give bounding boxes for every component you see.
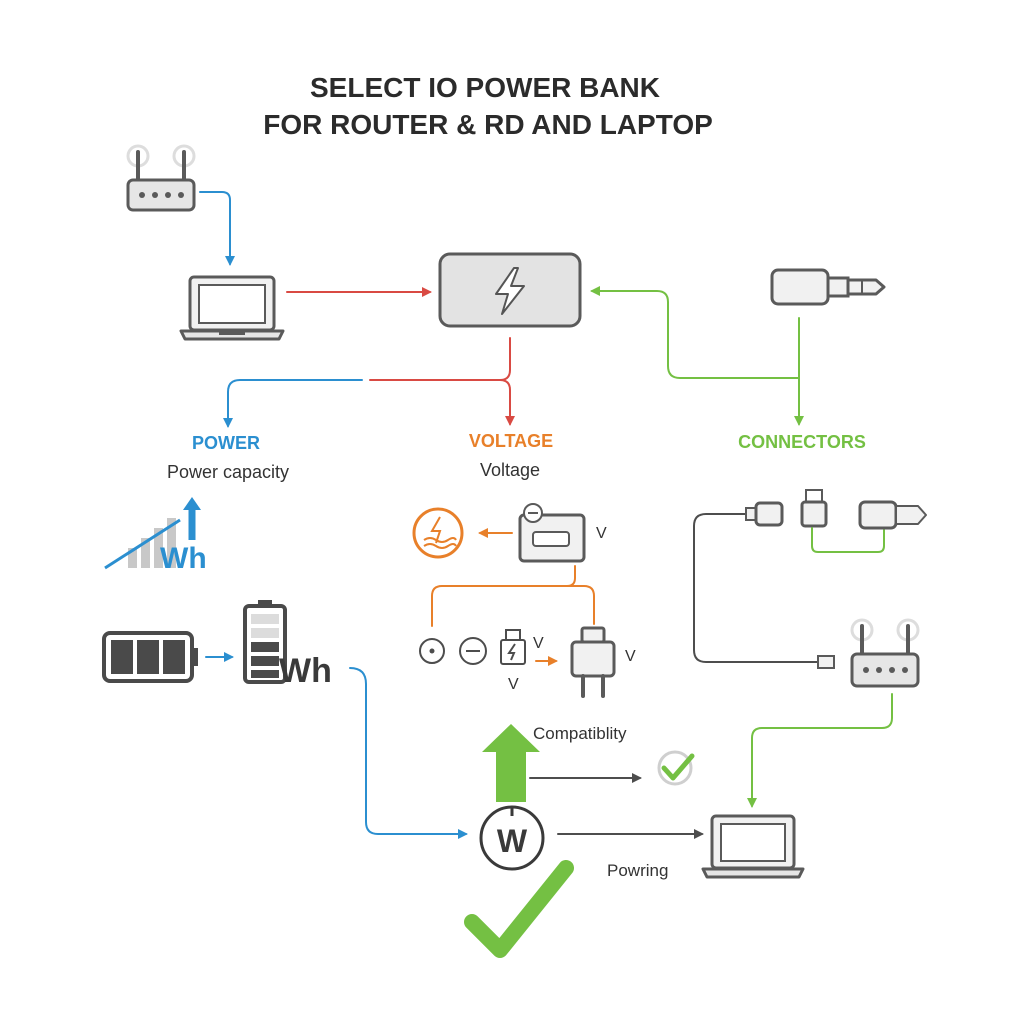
watt-meter-icon: W: [479, 805, 545, 871]
cable-loop-line: [693, 513, 819, 663]
lightning-icon: [495, 267, 525, 315]
growth-chart-icon: Wh: [104, 497, 207, 575]
connector-link-line: [811, 527, 885, 553]
powerbank-branch-line: [369, 337, 511, 381]
battery-vertical-icon: [243, 600, 287, 684]
dc-adapter-icon: [518, 503, 586, 563]
check-icon: [464, 860, 574, 958]
usb-charger-icon: [500, 629, 526, 665]
barrel-plug-icon: [858, 500, 927, 530]
voltage-split-line-right: [566, 585, 595, 625]
wh-label-blue: Wh: [160, 542, 207, 575]
capacity-to-meter-arrow: [349, 667, 468, 839]
power-heading: POWER: [192, 433, 260, 453]
check-circle-icon: [657, 750, 695, 786]
voltage-heading: VOLTAGE: [469, 431, 553, 451]
to-voltage-arrow: [499, 379, 515, 426]
power-caption: Power capacity: [167, 462, 289, 482]
watt-label: W: [497, 823, 528, 859]
battery-icon: [102, 631, 198, 683]
laptop-icon-right: [701, 814, 805, 879]
audio-plug-icon: [770, 268, 886, 306]
minus-symbol-icon: [459, 637, 487, 665]
usb-c-connector-icon: [745, 501, 784, 527]
powering-label: Powring: [607, 861, 668, 880]
usb-connector-icon: [800, 489, 828, 528]
wh-label-dark: Wh: [279, 652, 332, 690]
plug-v-label: V: [625, 648, 636, 665]
compatibility-label: Compatiblity: [533, 724, 627, 743]
up-arrow-icon: [482, 724, 540, 802]
plus-symbol-icon: [419, 638, 445, 664]
voltage-split-line-left: [431, 565, 576, 627]
warning-voltage-icon: [412, 507, 464, 559]
charger-v-label: V: [533, 635, 544, 652]
title-line-2: FOR ROUTER & RD AND LAPTOP: [263, 109, 713, 140]
to-power-arrow: [223, 379, 363, 428]
power-bank-icon: [438, 252, 582, 328]
ac-plug-icon: [570, 626, 616, 698]
router-icon: [126, 144, 196, 212]
router-icon-right: [817, 618, 920, 688]
title-line-1: SELECT IO POWER BANK: [310, 72, 660, 103]
router-to-laptop-arrow: [199, 191, 235, 266]
charger-v-label-2: V: [508, 676, 519, 693]
connector-to-powerbank-arrow: [590, 286, 800, 379]
voltage-caption: Voltage: [480, 460, 540, 480]
adapter-v-label: V: [596, 525, 607, 542]
laptop-icon: [179, 275, 285, 341]
connectors-heading: CONNECTORS: [738, 432, 866, 452]
router-to-laptop-green-arrow: [747, 693, 893, 808]
